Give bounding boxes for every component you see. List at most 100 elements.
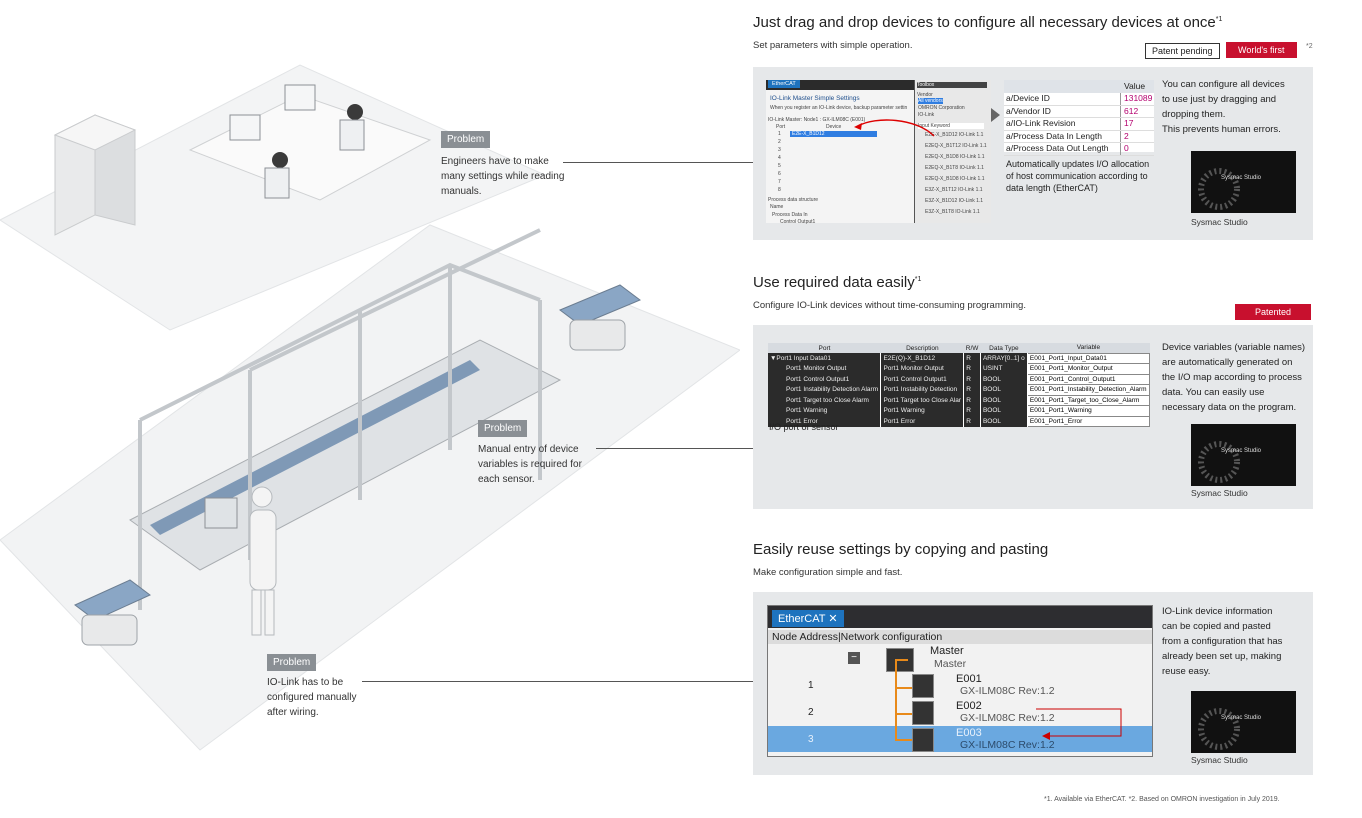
toolbox-device-item[interactable]: E2EQ-X_B1D8 IO-Link 1.1 — [925, 154, 985, 160]
selected-device-row[interactable]: E2E-X_B1D12 — [790, 131, 877, 137]
vendor-option[interactable]: OMRON Corporation — [918, 105, 965, 111]
thumb-caption: Sysmac Studio — [1191, 217, 1248, 227]
toolbox-device-item[interactable]: E2E-X_B1D12 IO-Link 1.1 — [925, 132, 984, 138]
port-cell: Port1 Error — [768, 416, 882, 427]
data-type-cell: ARRAY[0..1] o — [980, 353, 1028, 364]
problem-text-2: Manual entry of device variables is requ… — [478, 444, 582, 485]
node-name: E002 — [956, 700, 982, 712]
variable-cell: E001_Port1_Error — [1026, 415, 1151, 427]
network-config-screenshot: EtherCAT ✕ Node Address|Network configur… — [767, 605, 1153, 757]
port-number: 4 — [778, 155, 781, 161]
thumb-label: Sysmac Studio — [1221, 715, 1262, 721]
problem-text-3: IO-Link has to be configured manually af… — [267, 677, 357, 718]
node-row[interactable]: 2 E002 GX-ILM08C Rev:1.2 — [768, 699, 1152, 725]
sysmac-burst-graphic — [1198, 441, 1240, 483]
node-row-selected[interactable]: 3 E003 GX-ILM08C Rev:1.2 — [768, 726, 1152, 752]
thumb-caption: Sysmac Studio — [1191, 488, 1248, 498]
toolbox-device-item[interactable]: E2EQ-X_B1D8 IO-Link 1.1 — [925, 176, 985, 182]
value-row: a/Vendor ID 612 — [1004, 105, 1154, 118]
port-col-header: Port — [776, 124, 786, 130]
topology-lines-graphic — [895, 659, 1122, 741]
port-cell: Port1 Monitor Output — [768, 363, 882, 374]
toolbox-title: Toolbox — [917, 82, 987, 88]
data-type-cell: USINT — [980, 363, 1028, 374]
collapse-icon[interactable]: − — [848, 652, 860, 664]
col-port: Port — [768, 343, 881, 353]
node-model: GX-ILM08C Rev:1.2 — [960, 739, 1055, 751]
factory-illustration: Problem Engineers have to make many sett… — [0, 64, 753, 751]
sysmac-studio-thumbnail: Sysmac Studio — [1191, 151, 1296, 213]
toolbox-device-item[interactable]: E3Z-X_B1T12 IO-Link 1.1 — [925, 187, 983, 193]
port-number: 1 — [778, 131, 781, 137]
sysmac-burst-graphic — [1198, 708, 1240, 750]
value-row-key: a/IO-Link Revision — [1006, 118, 1076, 128]
node-address: 3 — [808, 734, 814, 745]
description-cell: Port1 Target too Close Alar — [880, 395, 965, 406]
problem-text-1: Engineers have to make many settings whi… — [441, 156, 565, 197]
thumb-label: Sysmac Studio — [1221, 175, 1262, 181]
toolbox-device-item[interactable]: E2EQ-X_B1T8 IO-Link 1.1 — [925, 165, 984, 171]
value-row-key: a/Process Data In Length — [1006, 130, 1102, 141]
port-cell: Port1 Instability Detection Alarm — [768, 384, 882, 395]
toolbox-device-item[interactable]: E3Z-X_B1T8 IO-Link 1.1 — [925, 209, 980, 215]
rw-cell: R — [963, 374, 981, 385]
toolbox-search-input[interactable]: Input Keyword — [918, 123, 984, 129]
description-cell: E2E(Q)-X_B1D12 — [880, 353, 965, 364]
node-name: E003 — [956, 727, 982, 739]
io-link-master-icon — [912, 674, 934, 698]
ethercat-tab[interactable]: EtherCAT ✕ — [772, 610, 844, 627]
patented-badge: Patented — [1235, 304, 1312, 320]
variable-cell: E001_Port1_Instability_Detection_Alarm — [1026, 384, 1151, 396]
io-link-settings-screenshot: EtherCAT IO-Link Master Simple Settings … — [766, 80, 991, 225]
port-number: 3 — [778, 147, 781, 153]
value-row-value: 612 — [1120, 105, 1138, 117]
port-number: 8 — [778, 187, 781, 193]
master-line: IO-Link Master: Node1 : GX-ILM08C (E001) — [768, 117, 866, 123]
section1-title: Just drag and drop devices to configure … — [753, 14, 1223, 31]
node-address: 2 — [808, 707, 814, 718]
value-row-value: 17 — [1120, 118, 1133, 130]
data-type-cell: BOOL — [980, 384, 1028, 395]
rw-cell: R — [963, 416, 981, 427]
value-row-key: a/Vendor ID — [1006, 105, 1051, 116]
variable-cell: E001_Port1_Input_Data01 — [1026, 352, 1151, 364]
vendor-option[interactable]: All vendors — [918, 98, 943, 104]
port-number: 5 — [778, 163, 781, 169]
rw-cell: R — [963, 353, 981, 364]
node-model: GX-ILM08C Rev:1.2 — [960, 685, 1055, 697]
ethercat-tab[interactable]: EtherCAT — [768, 80, 800, 88]
footnote: *1. Available via EtherCAT. *2. Based on… — [1044, 796, 1280, 803]
data-type-cell: BOOL — [980, 395, 1028, 406]
description-cell: Port1 Monitor Output — [880, 363, 965, 374]
port-cell: ▼Port1 Input Data01 — [768, 353, 882, 364]
io-link-master-icon — [912, 701, 934, 725]
value-row-value: 0 — [1120, 143, 1129, 155]
toolbox-device-item[interactable]: E2EQ-X_B1T12 IO-Link 1.1 — [925, 143, 987, 149]
section1-subtitle: Set parameters with simple operation. — [753, 40, 913, 51]
value-row-value: 131089 — [1120, 93, 1152, 105]
right-arrow-icon — [991, 108, 1000, 122]
thumb-label: Sysmac Studio — [1221, 448, 1262, 454]
close-icon[interactable]: ✕ — [828, 613, 838, 625]
ethercat-tab-label: EtherCAT — [778, 613, 826, 625]
variable-cell: E001_Port1_Warning — [1026, 405, 1151, 417]
node-row[interactable]: 1 E001 GX-ILM08C Rev:1.2 — [768, 672, 1152, 698]
variable-cell: E001_Port1_Control_Output1 — [1026, 373, 1151, 385]
section2-subtitle: Configure IO-Link devices without time-c… — [753, 300, 1026, 311]
io-link-master-icon — [912, 728, 934, 752]
port-number: 6 — [778, 171, 781, 177]
toolbox-device-item[interactable]: E3Z-X_B1D12 IO-Link 1.1 — [925, 198, 984, 204]
vendor-option[interactable]: IO-Link — [918, 112, 935, 118]
toolbox-pane: Toolbox Vendor All vendors OMRON Corpora… — [914, 80, 991, 223]
description-cell: Port1 Error — [880, 416, 965, 427]
